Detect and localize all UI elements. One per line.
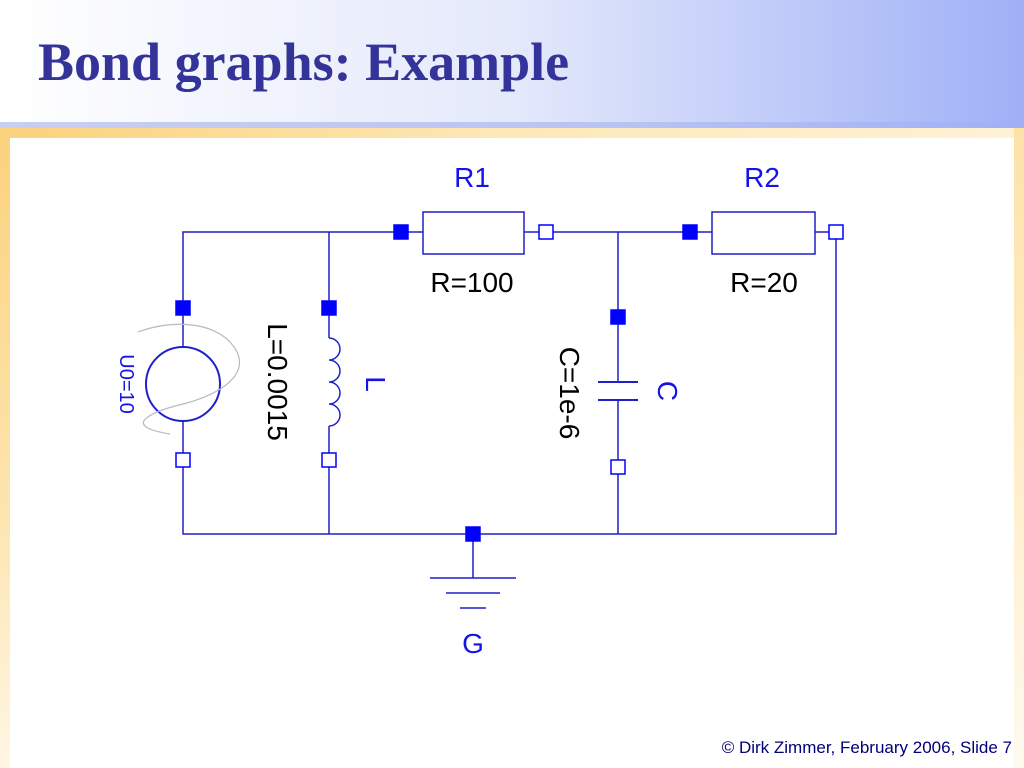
resistor-r2-body [711, 211, 816, 255]
resistor-r1: R1 R=100 [401, 162, 546, 298]
pin-source-positive [175, 300, 191, 316]
capacitor-name: C [652, 381, 683, 401]
pins [175, 224, 844, 542]
resistor-r2-name: R2 [744, 162, 780, 193]
slide-title: Bond graphs: Example [38, 32, 570, 92]
wire-right [182, 232, 837, 535]
capacitor: C=1e-6 C [554, 317, 683, 467]
pin-r1-negative [538, 224, 554, 240]
inductor: L=0.0015 L [262, 308, 391, 460]
slide-footer: © Dirk Zimmer, February 2006, Slide 7 [721, 738, 1012, 757]
resistor-r2: R2 R=20 [690, 162, 836, 298]
resistor-r2-param: R=20 [730, 267, 798, 298]
resistor-r1-name: R1 [454, 162, 490, 193]
inductor-name: L [360, 376, 391, 392]
frame-top-band [0, 128, 1024, 138]
pin-inductor-positive [321, 300, 337, 316]
capacitor-param: C=1e-6 [554, 347, 585, 440]
ground-name: G [462, 628, 484, 659]
pin-r2-negative [828, 224, 844, 240]
voltage-source-param: U0=10 [115, 354, 137, 414]
title-underline [0, 122, 1024, 128]
title-band [0, 0, 1024, 122]
inductor-coil [328, 337, 341, 427]
sine-wave-icon [137, 323, 240, 435]
voltage-source-body [145, 346, 221, 422]
wire-top-left [182, 231, 401, 308]
pin-inductor-negative [321, 452, 337, 468]
voltage-source: U0=10 [115, 308, 240, 460]
pin-capacitor-positive [610, 309, 626, 325]
ground: G [430, 577, 516, 659]
resistor-r1-param: R=100 [430, 267, 513, 298]
frame-right-band [1014, 128, 1024, 768]
pin-r1-positive [393, 224, 409, 240]
pin-source-negative [175, 452, 191, 468]
pin-capacitor-negative [610, 459, 626, 475]
inductor-param: L=0.0015 [262, 323, 293, 441]
resistor-r1-body [422, 211, 525, 255]
pin-ground [465, 526, 481, 542]
pin-r2-positive [682, 224, 698, 240]
frame-left-band [0, 128, 10, 768]
